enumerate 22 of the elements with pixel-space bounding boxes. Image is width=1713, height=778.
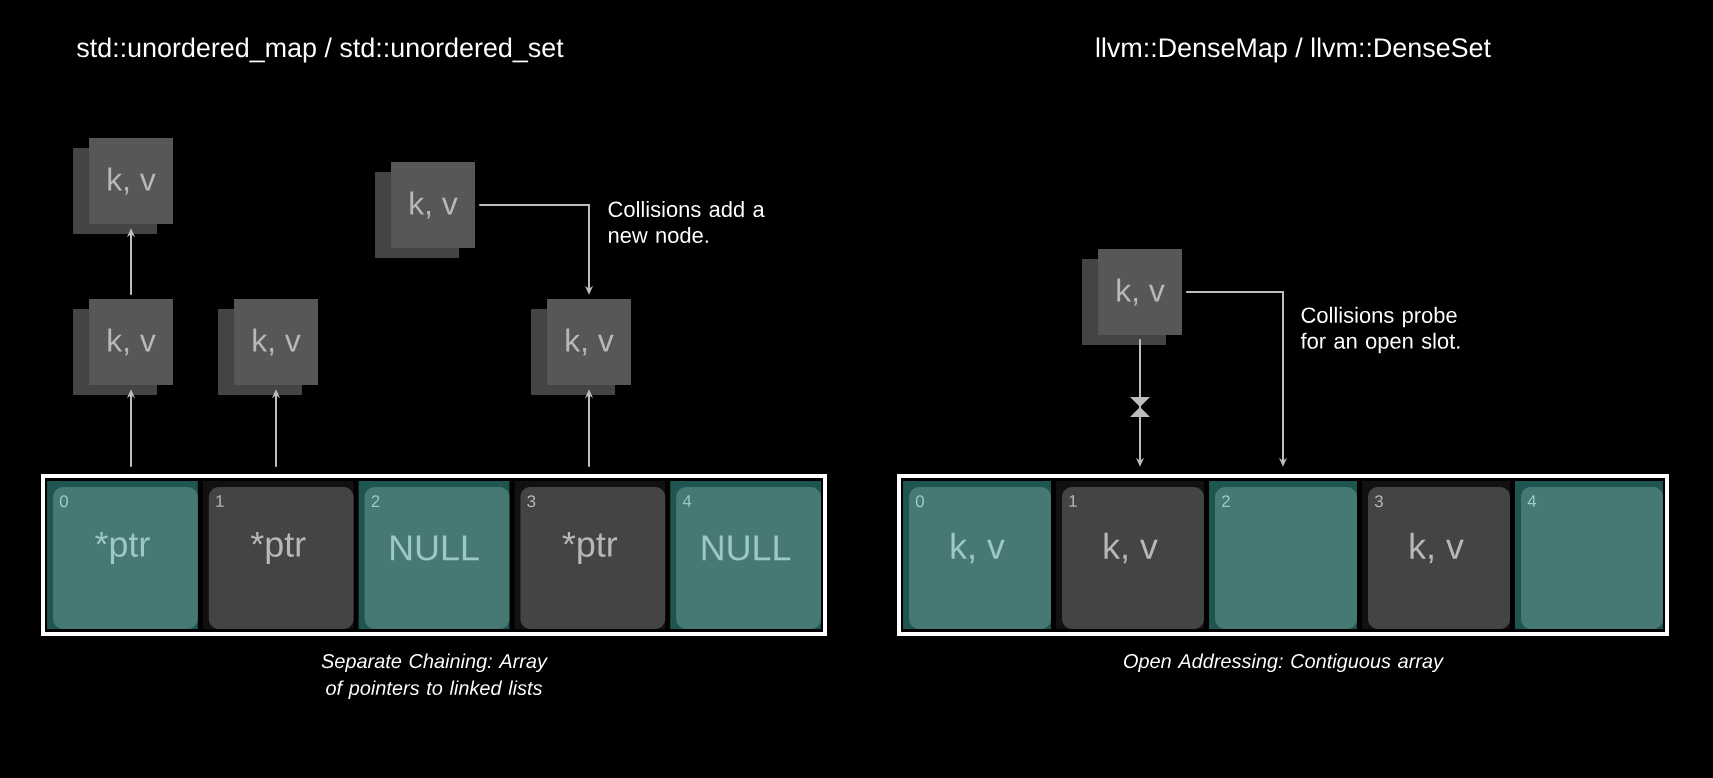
note: Collisions add a new node. — [608, 201, 765, 243]
array-cell: 2 — [1209, 481, 1357, 629]
key-value-box: k, v — [73, 299, 173, 395]
key-value-box: k, v — [531, 299, 631, 395]
key-value-box: k, v — [73, 138, 173, 234]
key-value-box: k, v — [375, 162, 475, 258]
array-cell: 4 — [1515, 481, 1663, 629]
node-label: Open Addressing: Contiguous array — [1124, 653, 1444, 673]
array-cell: 1 *ptr — [202, 481, 354, 629]
array-cell: 0 k, v — [903, 481, 1051, 629]
heading: llvm::DenseMap / llvm::DenseSet — [1096, 37, 1491, 63]
array-cell: 1 k, v — [1056, 481, 1204, 629]
node-label: Separate Chaining: Array of pointers to linked lists — [321, 653, 548, 699]
key-value-box: k, v — [218, 299, 318, 395]
array-cell: 3 *ptr — [514, 481, 666, 629]
key-value-box: k, v — [1082, 249, 1182, 345]
note: Collisions probe for an open slot. — [1300, 306, 1460, 354]
array-cell: 0 *ptr — [47, 481, 198, 629]
array-cell: 4 NULL — [670, 481, 821, 629]
heading: std::unordered_map / std::unordered_set — [77, 37, 564, 63]
array-cell: 3 k, v — [1362, 481, 1510, 629]
array-cell: 2 NULL — [358, 481, 510, 629]
